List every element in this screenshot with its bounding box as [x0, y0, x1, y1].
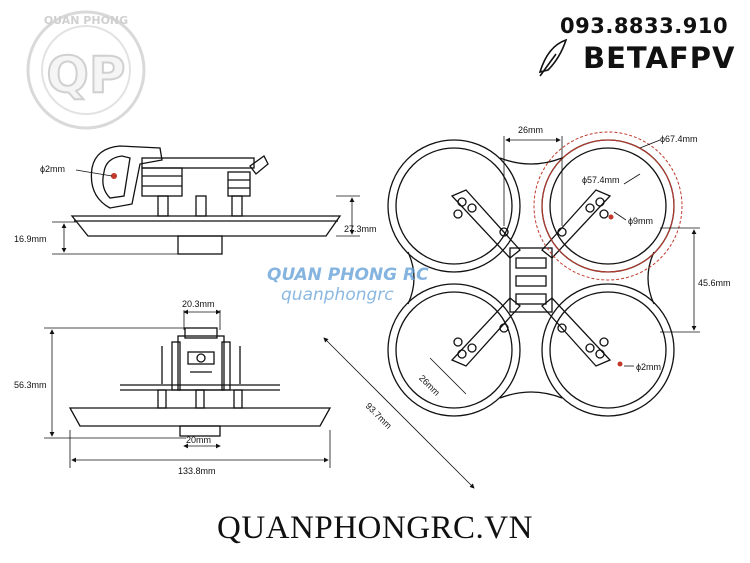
svg-text:QUAN PHONG: QUAN PHONG	[44, 14, 128, 27]
side-hole-label: ϕ2mm	[40, 164, 65, 174]
top-prop-label: ϕ57.4mm	[582, 175, 620, 185]
brand-name: BETAFPV	[583, 41, 736, 75]
top-diagonal-label: 93.7mm	[364, 401, 394, 431]
side-view	[70, 145, 342, 255]
side-dim-lines	[52, 169, 360, 255]
top-duct-label: ϕ67.4mm	[660, 134, 698, 144]
phone-number: 093.8833.910	[560, 14, 729, 38]
front-view	[68, 327, 332, 437]
front-dim-lines	[44, 309, 331, 468]
side-guard-label: 16.9mm	[14, 234, 47, 244]
top-height-label: 45.6mm	[698, 278, 731, 288]
top-dim-lines	[323, 136, 700, 489]
top-motor-spacing-label: 26mm	[518, 125, 543, 135]
top-diag-motor-label: 26mm	[417, 373, 442, 398]
side-height-label: 27.3mm	[344, 224, 377, 234]
front-top-width-label: 20.3mm	[182, 299, 215, 309]
prop-highlight	[533, 131, 683, 367]
watermark-subtitle: quanphongrc	[281, 285, 394, 305]
brand-logo: QP QUAN PHONG	[26, 10, 146, 130]
svg-text:QP: QP	[46, 46, 125, 104]
front-height-label: 56.3mm	[14, 380, 47, 390]
watermark-title: QUAN PHONG RC	[267, 265, 429, 285]
top-view	[387, 139, 675, 417]
front-total-width-label: 133.8mm	[178, 466, 216, 476]
feather-icon	[538, 38, 568, 77]
footer-site: QUANPHONGRC.VN	[217, 510, 533, 546]
top-screw-label: ϕ2mm	[636, 362, 661, 372]
front-camera-label: 20mm	[186, 435, 211, 445]
top-motor-hole-label: ϕ9mm	[628, 216, 653, 226]
